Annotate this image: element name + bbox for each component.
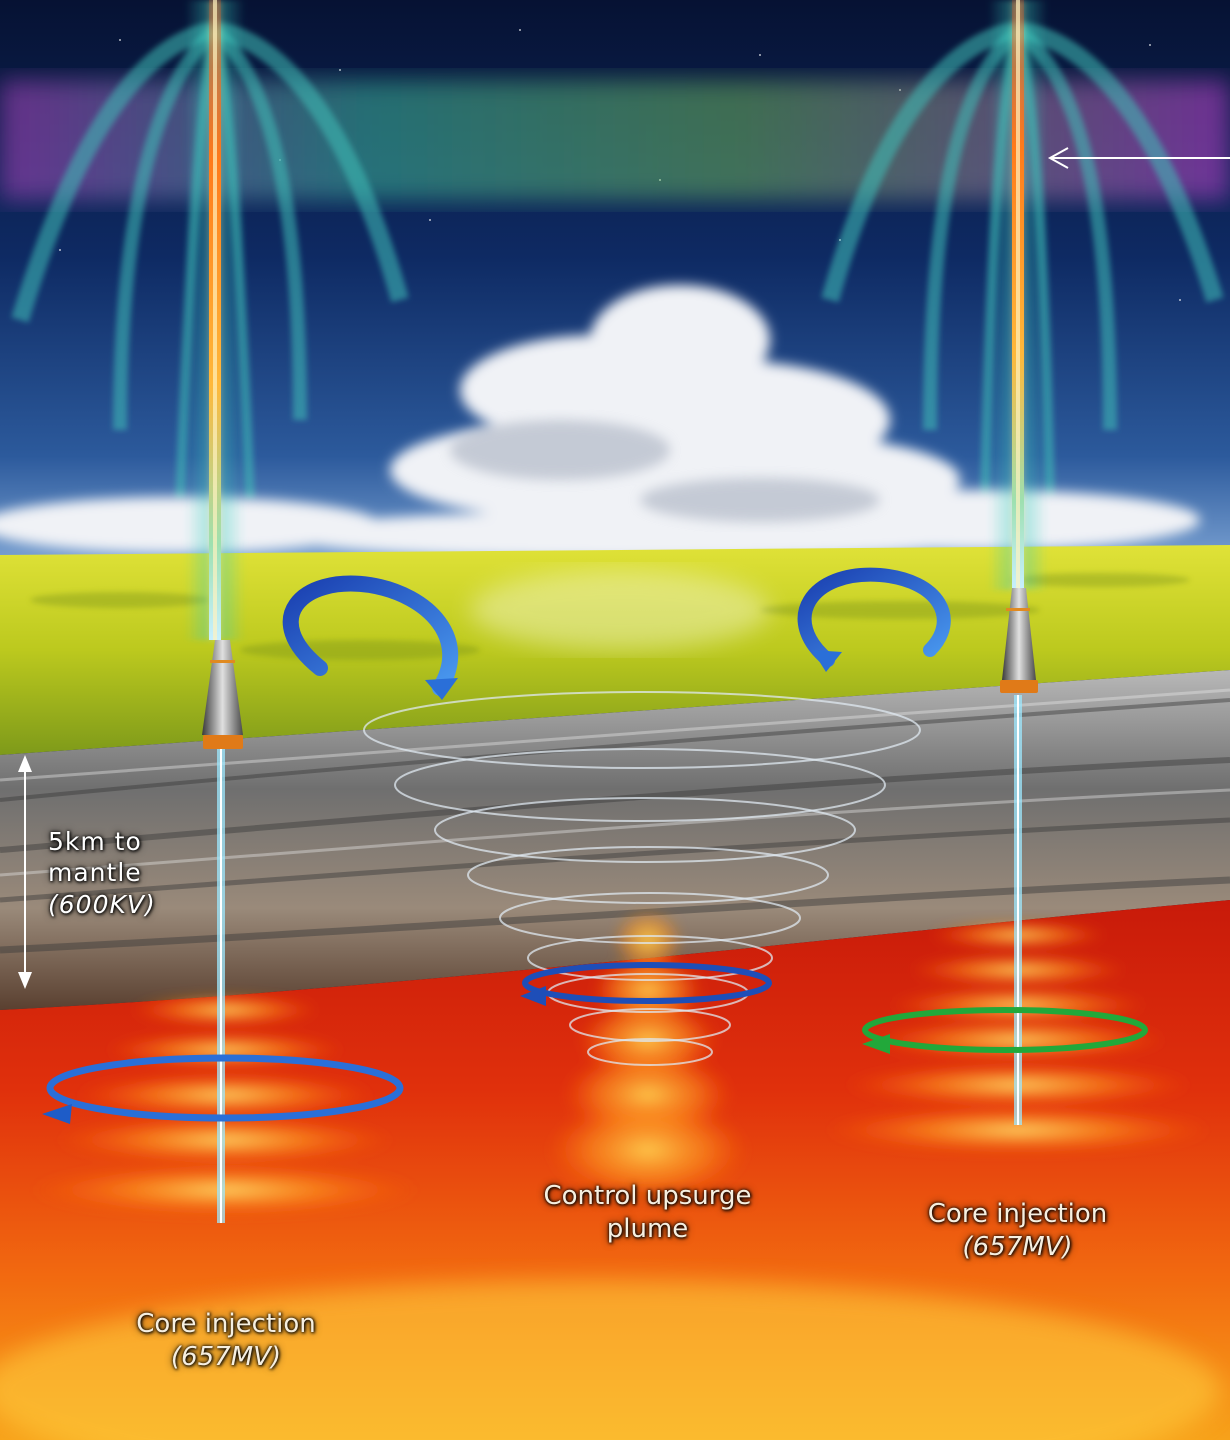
depth-label: 5km to mantle (600KV) — [48, 826, 156, 920]
core-right-label-line1: Core injection — [927, 1199, 1108, 1229]
plume-label-line2: plume — [606, 1213, 689, 1244]
left-energy-beam — [185, 0, 245, 640]
cloud-shadows — [450, 420, 880, 522]
right-shaft — [1014, 695, 1022, 1125]
double-vertical-arrow-icon — [18, 755, 32, 989]
core-injection-right-label: Core injection (657MV) — [885, 1198, 1150, 1263]
right-surface-circulation-arrow — [797, 567, 951, 672]
rock-highlights — [0, 688, 1230, 877]
right-underground-vortex-arrow — [862, 1007, 1148, 1054]
left-shaft — [217, 748, 225, 1223]
center-underground-vortex-arrow — [520, 962, 772, 1006]
plume-cone — [548, 910, 748, 1200]
magma-glow-bottom — [0, 1280, 1220, 1440]
left-arrow-icon — [1047, 147, 1230, 169]
core-injection-left-label: Core injection (657MV) — [96, 1308, 356, 1373]
left-surface-circulation-arrow — [282, 575, 459, 700]
depth-label-line2: mantle — [48, 858, 142, 888]
cloud-reflection — [470, 570, 770, 650]
right-tower — [1000, 588, 1038, 693]
core-left-label-line2: (657MV) — [170, 1341, 282, 1372]
right-energy-beam — [988, 0, 1048, 590]
plume-vortex-rings — [363, 691, 921, 1066]
core-left-label-line1: Core injection — [136, 1309, 316, 1339]
depth-label-line1: 5km to — [48, 827, 142, 856]
left-tower — [202, 640, 243, 749]
depth-label-line3: (600KV) — [48, 889, 156, 919]
left-underground-vortex-arrow — [42, 1054, 404, 1124]
core-right-label-line2: (657MV) — [962, 1231, 1073, 1262]
plume-label: Control upsurge plume — [505, 1180, 790, 1245]
rock-strata — [0, 670, 1230, 1010]
plume-label-line1: Control upsurge — [543, 1181, 752, 1211]
